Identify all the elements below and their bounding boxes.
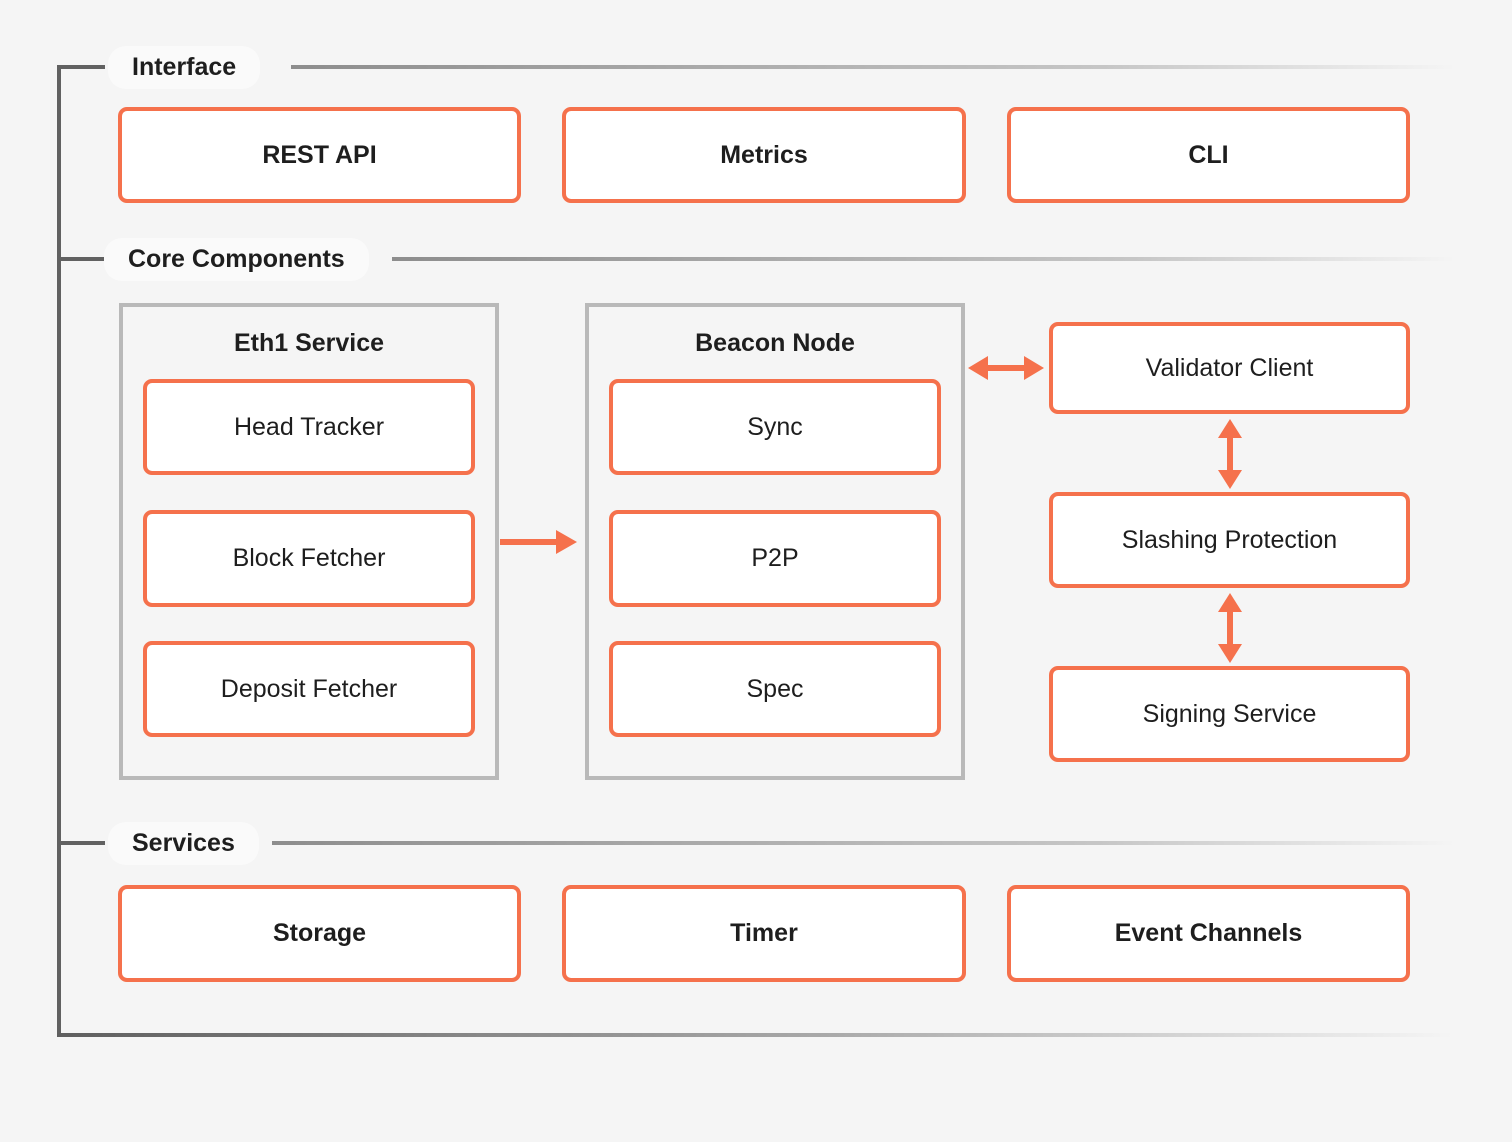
box-spec: Spec [609,641,941,737]
box-head-tracker-label: Head Tracker [233,412,385,441]
box-timer-label: Timer [730,919,798,947]
container-beacon-node-title: Beacon Node [695,329,855,357]
box-cli: CLI [1007,107,1410,203]
box-metrics-label: Metrics [720,140,808,169]
section-line-core-components [392,257,1455,261]
box-deposit-fetcher-label: Deposit Fetcher [220,674,398,703]
container-eth1-service-title: Eth1 Service [233,329,385,357]
box-signing-service-label: Signing Service [1142,699,1317,728]
box-p2p: P2P [609,510,941,607]
box-event-channels: Event Channels [1007,885,1410,982]
bracket-tick-interface [57,65,105,69]
box-slashing-protection-label: Slashing Protection [1121,525,1338,554]
box-validator-client-label: Validator Client [1145,353,1314,382]
box-timer: Timer [562,885,966,982]
box-validator-client: Validator Client [1049,322,1410,414]
section-line-interface [291,65,1455,69]
box-sync: Sync [609,379,941,475]
box-cli-label: CLI [1188,140,1229,169]
section-label-interface: Interface [108,46,261,89]
bracket-tick-services [57,841,105,845]
arrow-vertical-double-bottom-icon [1216,593,1244,663]
box-rest-api: REST API [118,107,521,203]
bracket-tick-core [57,257,105,261]
section-label-services: Services [108,822,259,865]
box-spec-label: Spec [746,674,804,703]
bracket-bottom-line [57,1033,1453,1037]
arrow-right-icon [500,528,578,556]
arrow-vertical-double-top-icon [1216,419,1244,489]
box-p2p-label: P2P [751,544,799,572]
box-signing-service: Signing Service [1049,666,1410,762]
box-deposit-fetcher: Deposit Fetcher [143,641,475,737]
arrow-horizontal-double-icon [968,354,1044,382]
box-metrics: Metrics [562,107,966,203]
box-block-fetcher-label: Block Fetcher [232,544,386,572]
box-storage: Storage [118,885,521,982]
box-rest-api-label: REST API [262,140,377,169]
section-line-services [272,841,1455,845]
box-storage-label: Storage [272,919,367,947]
bracket-spine [57,65,61,1037]
box-sync-label: Sync [747,412,803,441]
box-head-tracker: Head Tracker [143,379,475,475]
section-label-core-components: Core Components [104,238,369,281]
box-slashing-protection: Slashing Protection [1049,492,1410,588]
box-block-fetcher: Block Fetcher [143,510,475,607]
box-event-channels-label: Event Channels [1114,919,1303,947]
